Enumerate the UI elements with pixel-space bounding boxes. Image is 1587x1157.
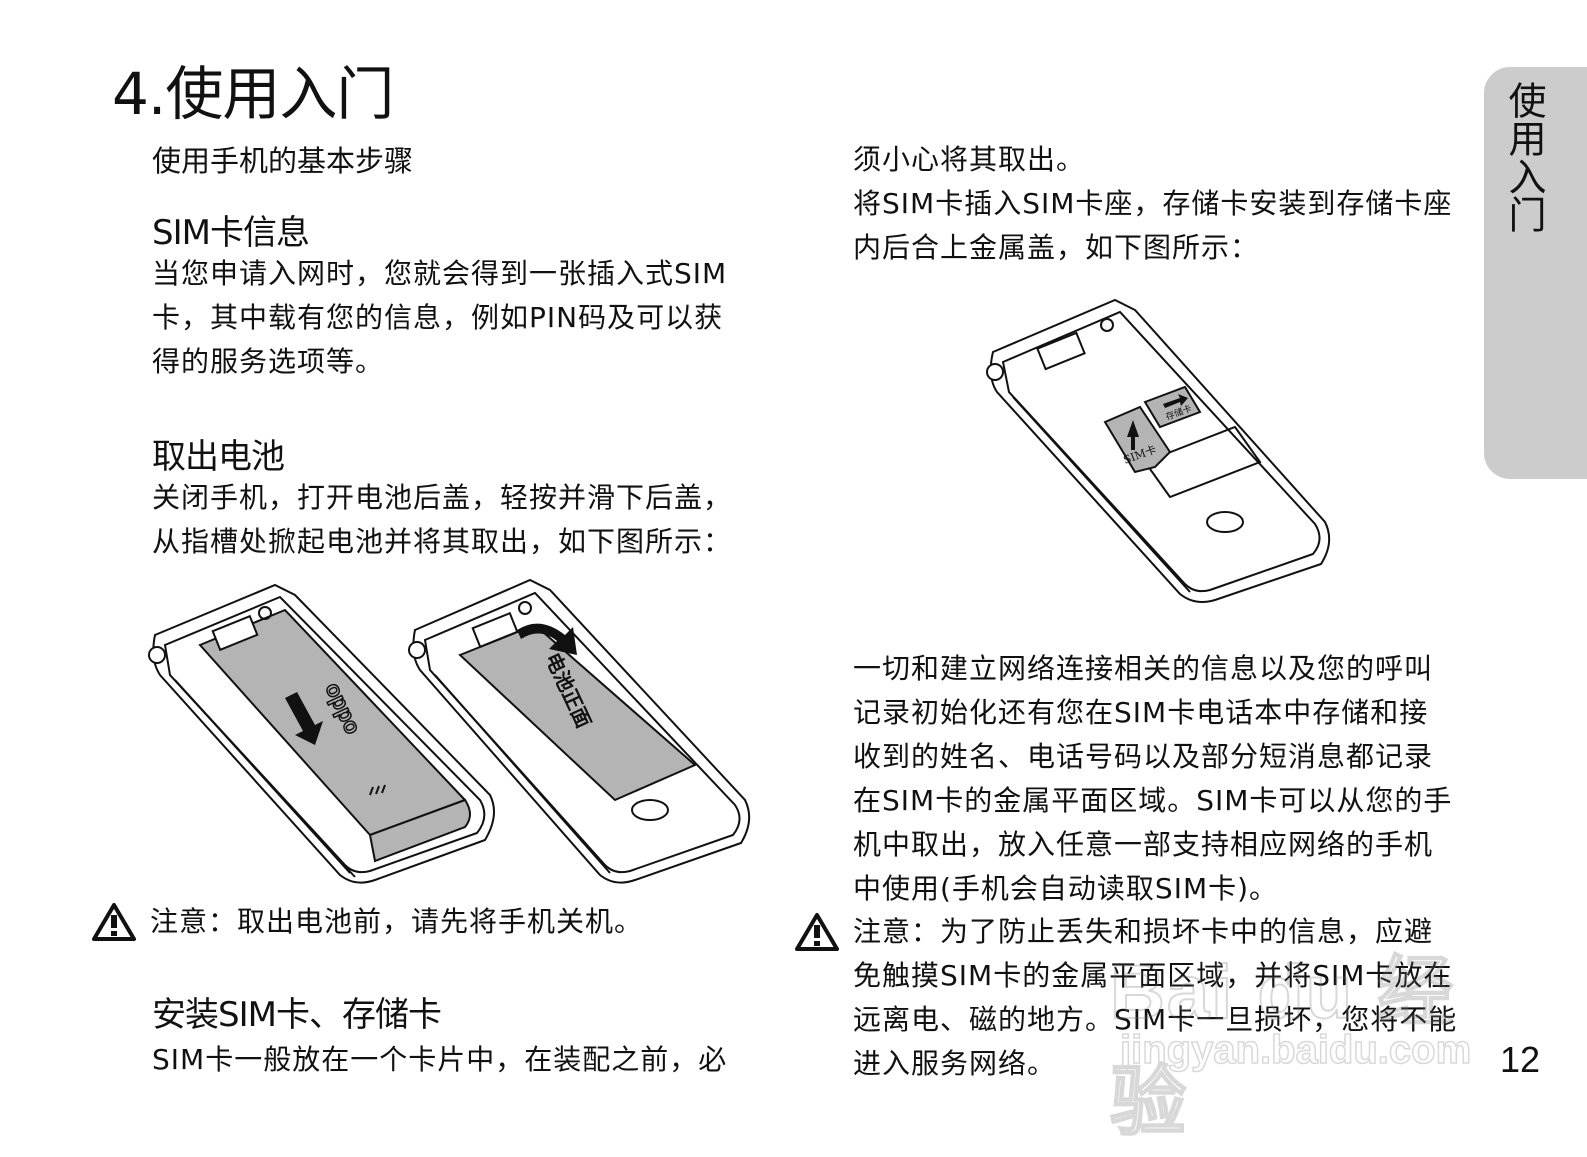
text-line: 关闭手机，打开电池后盖，轻按并滑下后盖， xyxy=(152,481,733,514)
text-line: 将SIM卡插入SIM卡座，存储卡安装到存储卡座 xyxy=(853,187,1453,220)
heading-sim-info: SIM卡信息 xyxy=(152,213,310,253)
storage-card-shape xyxy=(1143,385,1202,429)
heading-remove-battery: 取出电池 xyxy=(152,437,285,477)
sim-info-paragraph: 当您申请入网时，您就会得到一张插入式SIM 卡，其中载有您的信息，例如PIN码及… xyxy=(152,252,752,384)
warning-icon xyxy=(92,903,136,941)
text-line: 卡，其中载有您的信息，例如PIN码及可以获 xyxy=(152,301,724,334)
sim-card-shape xyxy=(1103,405,1172,474)
chapter-side-tab[interactable]: 使用入门 xyxy=(1484,67,1587,479)
text-line: 内后合上金属盖，如下图所示： xyxy=(853,231,1260,264)
note-label: 注意： xyxy=(150,905,238,938)
note-label: 注意： xyxy=(853,915,941,948)
figure-install-sim: SIM卡 存储卡 xyxy=(985,292,1335,607)
note-power-off: 注意：取出电池前，请先将手机关机。 xyxy=(92,900,772,944)
note-text: 取出电池前，请先将手机关机。 xyxy=(237,905,644,938)
text-line: 收到的姓名、电话号码以及部分短消息都记录 xyxy=(853,740,1434,773)
text-line: 机中取出，放入任意一部支持相应网络的手机 xyxy=(853,828,1434,861)
text-line: 记录初始化还有您在SIM卡电话本中存储和接 xyxy=(853,696,1429,729)
page-number: 12 xyxy=(1500,1039,1541,1080)
note-line: 进入服务网络。 xyxy=(853,1047,1057,1080)
text-line: 在SIM卡的金属平面区域。SIM卡可以从您的手 xyxy=(853,784,1453,817)
heading-install-sim: 安装SIM卡、存储卡 xyxy=(152,995,442,1035)
storage-insert-arrow-icon xyxy=(1163,394,1188,408)
side-tab-label: 使用入门 xyxy=(1502,81,1546,233)
note-line: 免触摸SIM卡的金属平面区域，并将SIM卡放在 xyxy=(853,959,1453,992)
text-line: 须小心将其取出。 xyxy=(853,143,1086,176)
note-sim-care: 注意：为了防止丢失和损坏卡中的信息，应避 免触摸SIM卡的金属平面区域，并将SI… xyxy=(795,910,1475,1086)
remove-battery-paragraph: 关闭手机，打开电池后盖，轻按并滑下后盖， 从指槽处掀起电池并将其取出，如下图所示… xyxy=(152,476,752,564)
install-sim-paragraph-left: SIM卡一般放在一个卡片中，在装配之前，必 xyxy=(152,1038,752,1082)
text-line: SIM卡一般放在一个卡片中，在装配之前，必 xyxy=(152,1043,728,1076)
page-title: 4.使用入门 xyxy=(112,60,394,128)
sim-insert-arrow-icon xyxy=(1127,420,1139,450)
phone-back-cover-illustration xyxy=(148,583,495,884)
slide-down-arrow-icon xyxy=(285,692,323,745)
note-line: 远离电、磁的地方。SIM卡一旦损坏，您将不能 xyxy=(853,1003,1458,1036)
text-line: 从指槽处掀起电池并将其取出，如下图所示： xyxy=(152,525,733,558)
text-line: 中使用(手机会自动读取SIM卡)。 xyxy=(853,872,1279,905)
figure-remove-battery: oppo 电池正面 xyxy=(145,575,765,895)
install-sim-paragraph-right: 须小心将其取出。 将SIM卡插入SIM卡座，存储卡安装到存储卡座 内后合上金属盖… xyxy=(853,138,1473,270)
intro-text: 使用手机的基本步骤 xyxy=(152,144,414,178)
text-line: 得的服务选项等。 xyxy=(152,345,385,378)
text-line: 当您申请入网时，您就会得到一张插入式SIM xyxy=(152,257,728,290)
text-line: 一切和建立网络连接相关的信息以及您的呼叫 xyxy=(853,652,1434,685)
lift-arrow-icon xyxy=(517,623,577,655)
phone-battery-exposed-illustration xyxy=(408,578,751,884)
warning-icon xyxy=(795,913,839,951)
note-line: 为了防止丢失和损坏卡中的信息，应避 xyxy=(940,915,1434,948)
sim-details-paragraph: 一切和建立网络连接相关的信息以及您的呼叫 记录初始化还有您在SIM卡电话本中存储… xyxy=(853,647,1473,911)
